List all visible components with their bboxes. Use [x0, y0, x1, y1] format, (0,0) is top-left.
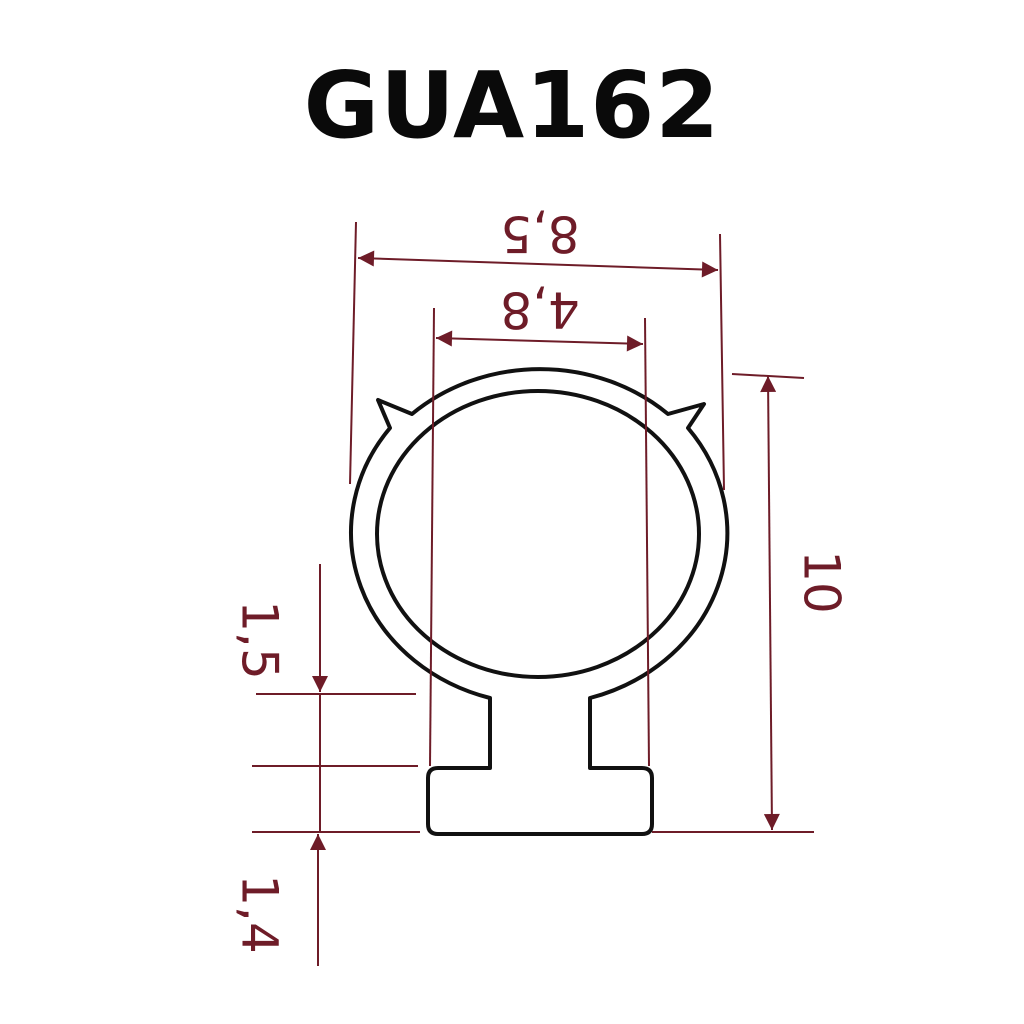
dimension-overall-height	[652, 373, 814, 833]
inner-cavity	[375, 389, 701, 679]
profile-title: GUA162	[303, 52, 721, 159]
label-base-height: 1,4	[231, 874, 289, 954]
dimension-left-stack	[252, 564, 420, 966]
svg-text:4,8: 4,8	[500, 281, 580, 339]
label-overall-width: 8,5	[500, 205, 580, 263]
label-neck-height: 1,5	[231, 600, 289, 680]
label-inner-width: 4,8	[500, 281, 580, 339]
svg-text:1,4: 1,4	[231, 874, 289, 954]
outer-contour	[349, 367, 730, 836]
dimension-inner-width	[429, 307, 650, 767]
svg-text:10: 10	[793, 550, 851, 614]
seal-profile	[349, 367, 730, 836]
svg-text:8,5: 8,5	[500, 205, 580, 263]
svg-text:1,5: 1,5	[231, 600, 289, 680]
dimension-overall-width	[349, 221, 725, 491]
label-overall-height: 10	[793, 550, 851, 614]
